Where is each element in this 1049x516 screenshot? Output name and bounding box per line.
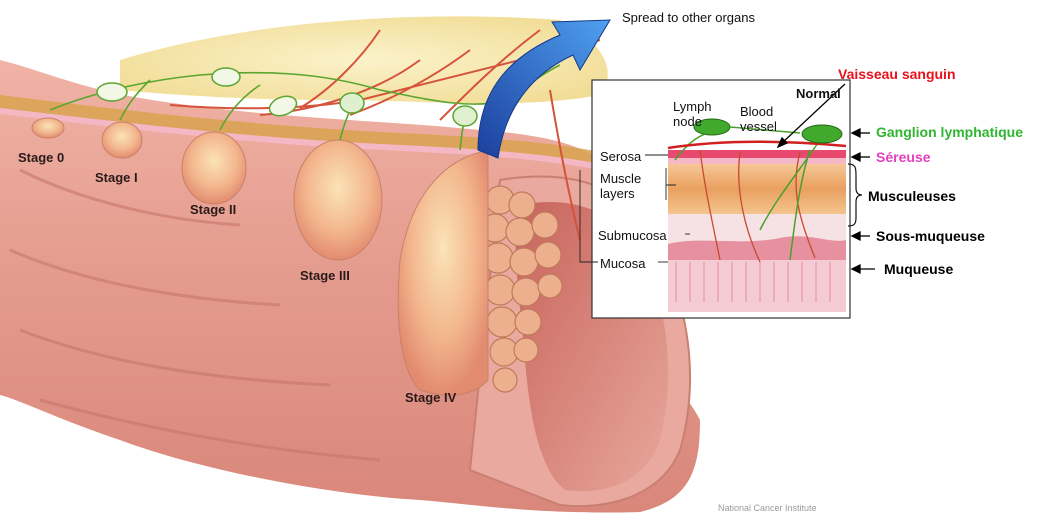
inset-mucosa-label: Mucosa <box>600 256 646 271</box>
stage-0-label: Stage 0 <box>18 150 64 165</box>
ganglion-lymphatique-label: Ganglion lymphatique <box>876 124 1023 140</box>
inset-blood-vessel-label: Blood vessel <box>740 104 777 134</box>
sereuse-label: Séreuse <box>876 149 930 165</box>
inset-submucosa-label: Submucosa <box>598 228 667 243</box>
spread-label: Spread to other organs <box>622 10 755 25</box>
stage-i-label: Stage I <box>95 170 138 185</box>
stage-ii-label: Stage II <box>190 202 236 217</box>
inset-lymph-node-label: Lymph node <box>673 99 712 129</box>
tumor-stage-iii <box>294 140 382 260</box>
inset-title: Normal <box>796 86 841 101</box>
muqueuse-label: Muqueuse <box>884 261 953 277</box>
credit-label: National Cancer Institute <box>718 503 817 513</box>
vaisseau-sanguin-label: Vaisseau sanguin <box>838 66 956 82</box>
inset-muscle-layers-label: Muscle layers <box>600 171 641 201</box>
tumor-stage-i <box>102 122 142 158</box>
stage-iv-label: Stage IV <box>405 390 456 405</box>
musculeuses-label: Musculeuses <box>868 188 956 204</box>
tumor-stage-0 <box>32 118 64 138</box>
sous-muqueuse-label: Sous-muqueuse <box>876 228 985 244</box>
stage-iii-label: Stage III <box>300 268 350 283</box>
inset-serosa-label: Serosa <box>600 149 641 164</box>
tumor-stage-ii <box>182 132 246 204</box>
